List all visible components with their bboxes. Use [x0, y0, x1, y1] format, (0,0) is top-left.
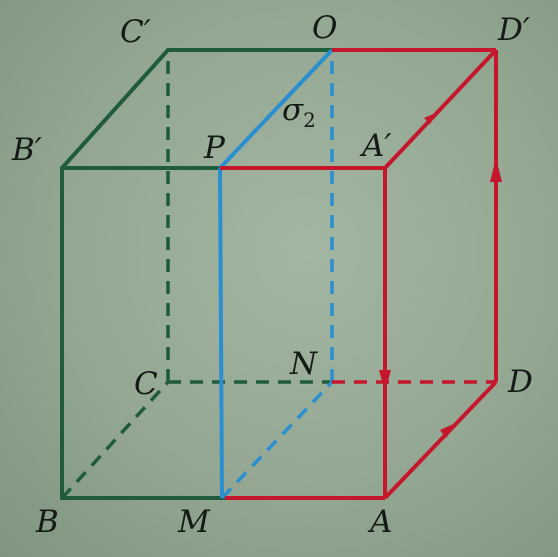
label-c: C [134, 366, 158, 402]
red-loop [220, 48, 498, 500]
edge-dprime-aprime [383, 48, 498, 170]
label-b-prime: B′ [11, 132, 42, 168]
label-c-prime: C′ [120, 14, 151, 50]
blue-hidden-section [220, 50, 334, 500]
label-a: A [367, 504, 392, 540]
label-a-prime: A′ [359, 128, 391, 164]
label-o: O [312, 10, 337, 46]
label-n: N [289, 346, 319, 382]
direction-arrows [379, 112, 502, 438]
edge-a-d [383, 380, 498, 500]
edge-p-o [218, 48, 334, 170]
label-p: P [203, 130, 226, 166]
arrow-d-to-dprime [490, 158, 502, 182]
label-d: D [507, 364, 533, 400]
label-m: M [177, 504, 211, 540]
arrow-a-to-d [440, 422, 458, 438]
edge-b-c-hidden [60, 380, 170, 500]
label-b: B [35, 504, 59, 540]
label-d-prime: D′ [497, 12, 530, 48]
green-hidden-edges [60, 50, 332, 500]
edge-m-n-hidden [220, 380, 334, 500]
arrow-aprime-to-a [379, 370, 391, 392]
arrow-dprime-to-aprime [424, 112, 438, 124]
edge-m-p [218, 167, 224, 499]
label-sigma-2: σ2 [282, 92, 316, 132]
edge-bprime-cprime [60, 48, 170, 170]
blue-section [218, 48, 334, 499]
green-edges [60, 48, 334, 500]
